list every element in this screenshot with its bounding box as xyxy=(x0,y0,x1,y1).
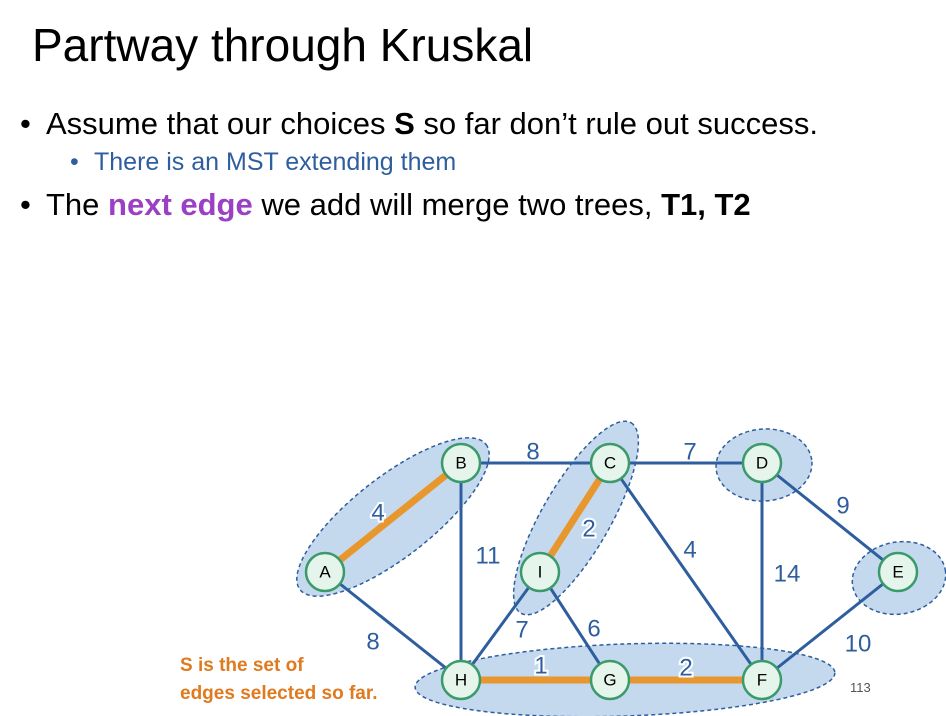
bullet-text-end: so far don’t rule out success. xyxy=(414,106,818,141)
node-c xyxy=(589,442,631,484)
edge-c-f xyxy=(608,461,764,682)
edge-a-h xyxy=(323,570,463,682)
trees-label: T1, T2 xyxy=(661,187,751,222)
node-b xyxy=(440,442,482,484)
node-label-b: B xyxy=(455,453,466,472)
edge-i-h xyxy=(459,570,542,682)
edge-weight-i-h: 7 xyxy=(515,616,528,643)
node-label-c: C xyxy=(604,453,616,472)
node-i xyxy=(519,551,561,593)
bullet-list: • Assume that our choices S so far don’t … xyxy=(20,106,940,223)
sub-bullet-text: There is an MST extending them xyxy=(94,148,457,176)
note-line-2: edges selected so far. xyxy=(180,683,378,704)
node-label-i: I xyxy=(538,562,543,581)
edge-a-b xyxy=(321,459,465,576)
node-label-f: F xyxy=(757,670,767,689)
next-edge-highlight: next edge xyxy=(108,187,253,222)
bullet-text: Assume that our choices xyxy=(46,106,395,141)
edge-weight-c-d: 7 xyxy=(683,438,696,465)
node-d xyxy=(741,442,783,484)
edge-weight-f-e: 10 xyxy=(845,630,872,657)
edge-weight-d-e: 9 xyxy=(836,492,849,519)
bullet-dot: • xyxy=(70,148,79,176)
node-f xyxy=(741,659,783,701)
edge-weight-d-f: 14 xyxy=(774,560,801,587)
node-a xyxy=(304,551,346,593)
edge-f-e xyxy=(760,570,900,682)
bullet-text: The xyxy=(46,187,109,222)
selected-edges-note: S is the set of edges selected so far. xyxy=(180,652,378,708)
node-e xyxy=(877,551,919,593)
edge-weight-c-i: 2 xyxy=(582,515,595,542)
edge-weight-b-h: 11 xyxy=(476,542,501,569)
bullet-dot: • xyxy=(20,106,31,141)
edge-c-i xyxy=(536,459,614,576)
note-line-1: S is the set of xyxy=(180,655,304,676)
node-h xyxy=(440,659,482,701)
edge-weight-a-h: 8 xyxy=(366,628,379,655)
bullet-next-edge: • The next edge we add will merge two tre… xyxy=(20,187,940,223)
bullet-assume: • Assume that our choices S so far don’t … xyxy=(20,106,940,142)
node-label-d: D xyxy=(756,453,768,472)
node-label-h: H xyxy=(455,670,467,689)
edge-weight-i-g: 6 xyxy=(587,615,600,642)
edge-weight-h-g: 1 xyxy=(534,652,547,679)
bullet-text-mid: we add will merge two trees, xyxy=(252,187,662,222)
node-label-a: A xyxy=(319,562,331,581)
node-label-g: G xyxy=(603,670,616,689)
slide-title: Partway through Kruskal xyxy=(32,19,534,71)
edge-weight-c-f: 4 xyxy=(683,536,696,563)
node-label-e: E xyxy=(892,562,903,581)
edge-i-g xyxy=(538,570,612,682)
edge-weight-g-f: 2 xyxy=(679,654,692,681)
edge-weight-b-c: 8 xyxy=(526,438,539,465)
page-number: 113 xyxy=(850,680,871,695)
bullet-dot: • xyxy=(20,187,31,222)
sub-bullet-mst: • There is an MST extending them xyxy=(20,148,940,177)
edge-d-e xyxy=(760,461,900,574)
node-g xyxy=(589,659,631,701)
edge-weight-a-b: 4 xyxy=(371,499,384,526)
set-s-label: S xyxy=(394,106,415,141)
